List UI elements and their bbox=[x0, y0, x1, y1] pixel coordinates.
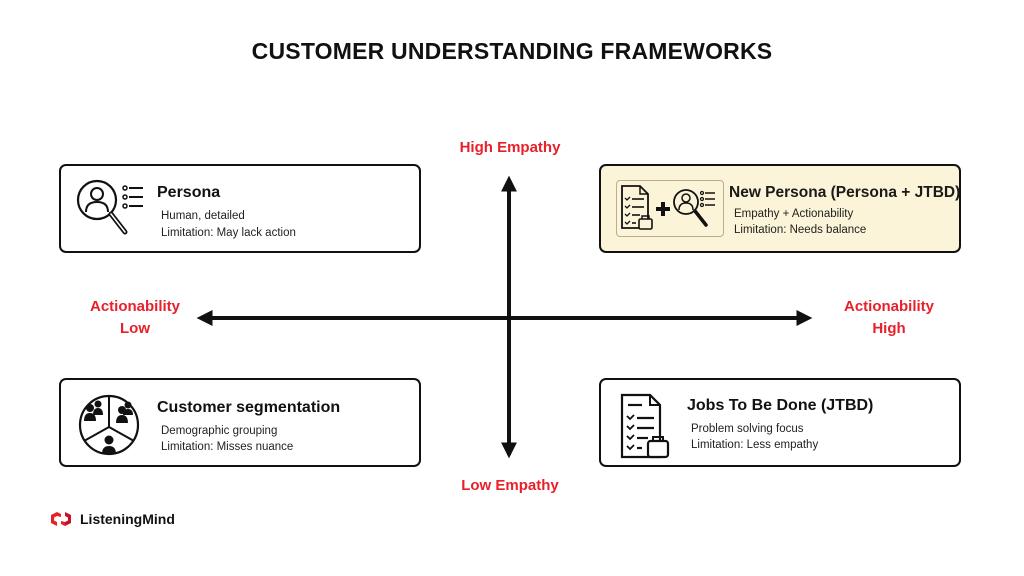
checklist-plus-persona-icon bbox=[621, 185, 715, 230]
quadrant-card-jtbd: Jobs To Be Done (JTBD) Problem solving f… bbox=[599, 378, 961, 467]
axis-label-line: Actionability bbox=[843, 298, 934, 315]
quadrant-card-customer-segmentation: Customer segmentation Demographic groupi… bbox=[59, 378, 421, 467]
card-title: Customer segmentation bbox=[157, 399, 341, 416]
persona-magnifier-icon bbox=[76, 179, 143, 235]
axis-label-line: Actionability bbox=[89, 298, 180, 315]
axis-label-low-empathy: Low Empathy bbox=[461, 477, 559, 494]
quadrant-card-persona: Persona Human, detailed Limitation: May … bbox=[59, 164, 421, 253]
checklist-briefcase-icon bbox=[620, 393, 670, 459]
icon-frame bbox=[616, 180, 724, 237]
card-limitation: Limitation: Less empathy bbox=[691, 439, 819, 451]
axis-label-actionability-low: Actionability Low bbox=[70, 296, 200, 340]
card-description: Empathy + Actionability bbox=[734, 208, 854, 220]
listeningmind-logo-icon bbox=[51, 512, 71, 526]
segmentation-pie-icon bbox=[78, 394, 140, 456]
axis-label-line: High bbox=[872, 320, 906, 337]
card-description: Problem solving focus bbox=[691, 423, 804, 435]
axis-label-actionability-high: Actionability High bbox=[824, 296, 954, 340]
card-title: New Persona (Persona + JTBD) bbox=[729, 184, 961, 201]
card-description: Human, detailed bbox=[161, 210, 245, 222]
brand-name: ListeningMind bbox=[80, 511, 175, 527]
brand-logo: ListeningMind bbox=[48, 510, 175, 528]
axis-label-high-empathy: High Empathy bbox=[459, 139, 561, 156]
card-limitation: Limitation: May lack action bbox=[161, 227, 296, 239]
card-limitation: Limitation: Misses nuance bbox=[161, 441, 294, 453]
card-title: Persona bbox=[157, 184, 221, 201]
card-limitation: Limitation: Needs balance bbox=[734, 224, 867, 236]
axis-label-line: Low bbox=[120, 320, 150, 337]
quadrant-card-new-persona: New Persona (Persona + JTBD) Empathy + A… bbox=[599, 164, 961, 253]
card-description: Demographic grouping bbox=[161, 425, 278, 437]
diagram-title: CUSTOMER UNDERSTANDING FRAMEWORKS bbox=[251, 38, 773, 64]
card-title: Jobs To Be Done (JTBD) bbox=[687, 397, 874, 414]
